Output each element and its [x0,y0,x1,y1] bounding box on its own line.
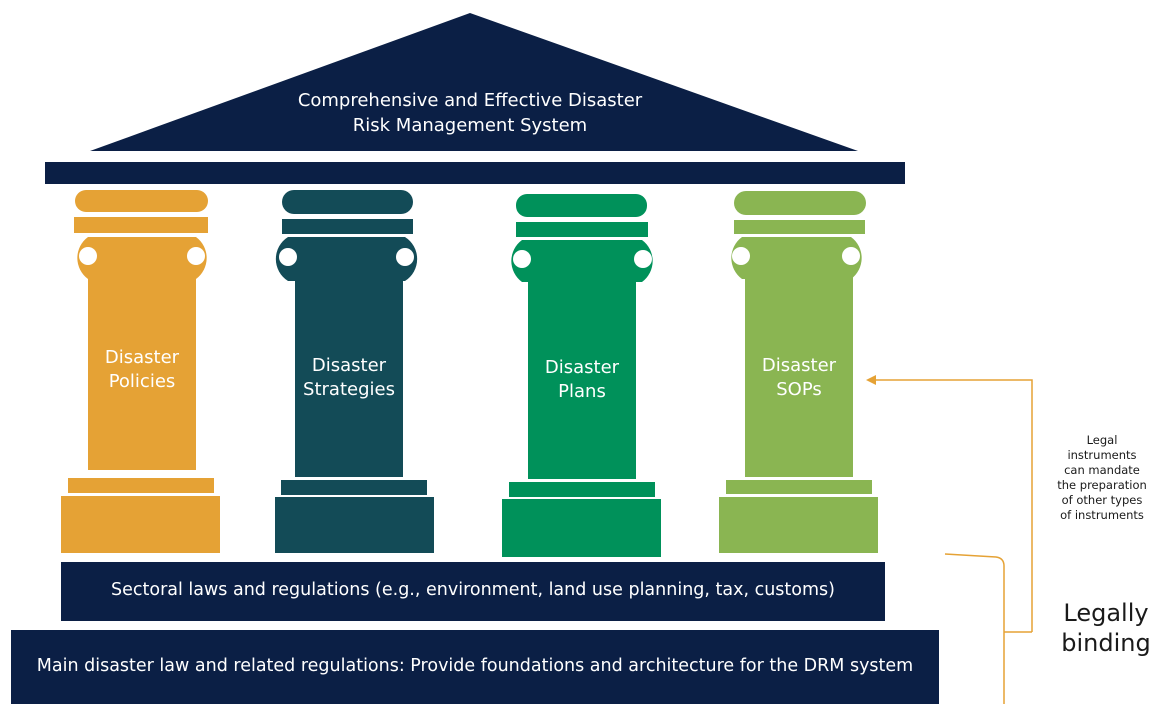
pillar-sops [719,191,878,553]
mandate-note-line: Legal [1086,433,1118,447]
mandate-arrow-line [874,379,1033,632]
pillar-policies-volute-left [79,247,97,265]
legally-binding-bracket [944,553,1005,704]
legally-binding-line1: Legally [1063,599,1149,627]
pillar-sops-volute-left [732,247,750,265]
roof-beam [45,162,905,184]
mandate-note-line: can mandate [1064,463,1140,477]
pillar-policies-label-line2: Policies [108,371,176,392]
main-law-text: Main disaster law and related regulation… [36,656,914,676]
pillar-plans-volute-left [513,250,531,268]
pillar-plans-label-line1: Disaster [544,357,620,378]
pillar-plans-volute-right [634,250,652,268]
legally-binding-label: Legally binding [1058,598,1154,658]
pillar-sops-label-line2: SOPs [776,379,822,400]
pillar-strategies [275,190,434,553]
sectoral-laws-text: Sectoral laws and regulations (e.g., env… [111,580,835,600]
pillar-plans [502,194,661,557]
roof-title-line1: Comprehensive and Effective Disaster [297,90,643,111]
pillar-strategies-label-line1: Disaster [311,355,387,376]
pillar-strategies-label-line2: Strategies [303,379,395,400]
pillar-plans-label: Disaster Plans [512,356,652,404]
mandate-note-line: instruments [1067,448,1137,462]
mandate-note-line: of instruments [1060,508,1144,522]
pillar-sops-volute-right [842,247,860,265]
mandate-note: Legal instruments can mandate the prepar… [1050,433,1154,523]
pillar-policies [61,190,220,553]
roof-title: Comprehensive and Effective Disaster Ris… [240,88,700,138]
sectoral-laws-bar [61,562,885,621]
legally-binding-line2: binding [1061,629,1151,657]
mandate-arrowhead [866,375,876,385]
pillar-strategies-volute-right [396,248,414,266]
pillar-policies-label: Disaster Policies [72,346,212,394]
roof-triangle [90,13,858,151]
main-law-bar [11,630,939,704]
pillar-policies-label-line1: Disaster [104,347,180,368]
pillar-sops-label-line1: Disaster [761,355,837,376]
pillar-policies-volute-right [187,247,205,265]
pillar-strategies-label: Disaster Strategies [279,354,419,402]
pillar-strategies-volute-left [279,248,297,266]
pillar-plans-label-line2: Plans [558,381,606,402]
roof-title-line2: Risk Management System [352,115,588,136]
pillar-sops-label: Disaster SOPs [729,354,869,402]
mandate-note-line: of other types [1061,493,1143,507]
mandate-note-line: the preparation [1057,478,1147,492]
